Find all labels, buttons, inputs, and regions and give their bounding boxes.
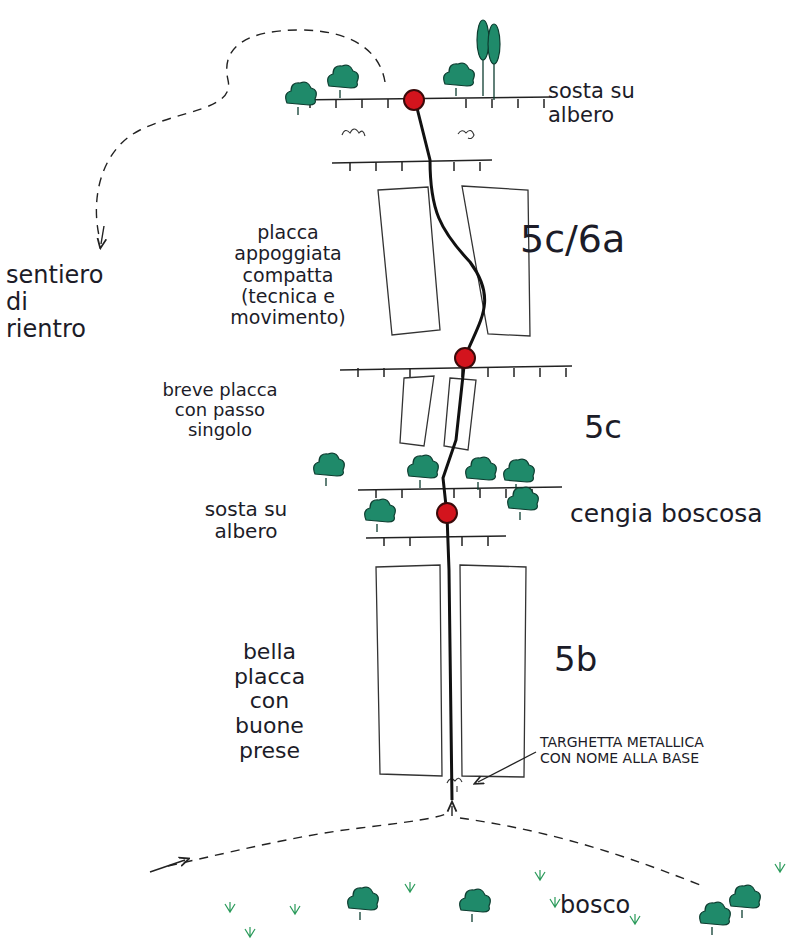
grass	[290, 904, 300, 914]
area-label: bosco	[560, 892, 680, 919]
grass	[535, 870, 545, 880]
grade: 5b	[554, 640, 634, 678]
shrub	[408, 455, 439, 488]
ledge-tick	[479, 489, 481, 498]
ledge-tick	[513, 368, 515, 377]
pitch-note: breve placca con passo singolo	[150, 380, 290, 440]
trail-arrow	[150, 860, 185, 872]
ledge-tick	[401, 162, 403, 171]
ledge-tick	[539, 368, 541, 377]
ledge-tick	[375, 489, 377, 498]
ledge-tick	[565, 368, 567, 377]
shrub	[328, 65, 359, 98]
ledge-tick	[383, 537, 385, 546]
ledge-tick	[517, 99, 519, 108]
shrub	[508, 487, 539, 520]
shrub	[314, 453, 345, 486]
shrub	[444, 63, 475, 96]
ledge-tick	[375, 162, 377, 171]
trail-arrow	[101, 226, 104, 244]
ledge-tick	[487, 368, 489, 377]
pitch-note: placca appoggiata compatta (tecnica e mo…	[208, 222, 368, 328]
grade: 5c	[584, 410, 664, 446]
plate-note: TARGHETTA METALLICA CON NOME ALLA BASE	[540, 735, 720, 766]
grass	[405, 882, 415, 892]
trail-label: sentiero di rientro	[6, 262, 96, 343]
grass	[550, 897, 560, 907]
slab-outline	[376, 186, 530, 777]
ledge-tick	[335, 99, 337, 108]
ledge-tick	[401, 489, 403, 498]
shrub	[365, 499, 396, 532]
shrub	[460, 889, 491, 922]
ledge-tick	[453, 162, 455, 171]
grade: 5c/6a	[520, 218, 670, 261]
grass	[630, 914, 640, 924]
ledge-tick	[361, 99, 363, 108]
ledge-tick	[357, 368, 359, 377]
ledge-tick	[387, 99, 389, 108]
ledge-label: cengia boscosa	[570, 500, 800, 528]
grass	[225, 902, 235, 912]
shrub	[466, 457, 497, 490]
shrub	[348, 887, 379, 920]
pitch-note: bella placca con buone prese	[212, 640, 327, 763]
ledge-tick	[349, 162, 351, 171]
ledge-tick	[487, 537, 489, 546]
ledge-tick	[409, 368, 411, 377]
ledge-tick	[453, 489, 455, 498]
cypress	[488, 24, 500, 100]
shrub	[504, 459, 535, 492]
shrub	[730, 885, 761, 918]
belay-note: sosta su albero	[196, 498, 296, 543]
leader-arrow	[478, 752, 536, 782]
ledge-tick	[543, 99, 545, 108]
trail-arrow	[451, 806, 452, 816]
ledge-tick	[491, 99, 493, 108]
ledge-tick	[479, 162, 481, 171]
ledge-tick	[409, 537, 411, 546]
ledge-tick	[461, 537, 463, 546]
belay-dot	[404, 90, 475, 523]
vegetation	[225, 20, 785, 937]
cypress	[477, 20, 489, 96]
grass	[775, 862, 785, 872]
route-line	[415, 100, 485, 800]
ledge-tick	[383, 368, 385, 377]
shrub	[286, 82, 317, 115]
shrub	[700, 902, 731, 935]
ledge-tick	[465, 99, 467, 108]
belay-note: sosta su albero	[548, 80, 668, 127]
grass	[245, 927, 255, 937]
rock-mark	[342, 129, 474, 792]
ledge-tick	[505, 489, 507, 498]
